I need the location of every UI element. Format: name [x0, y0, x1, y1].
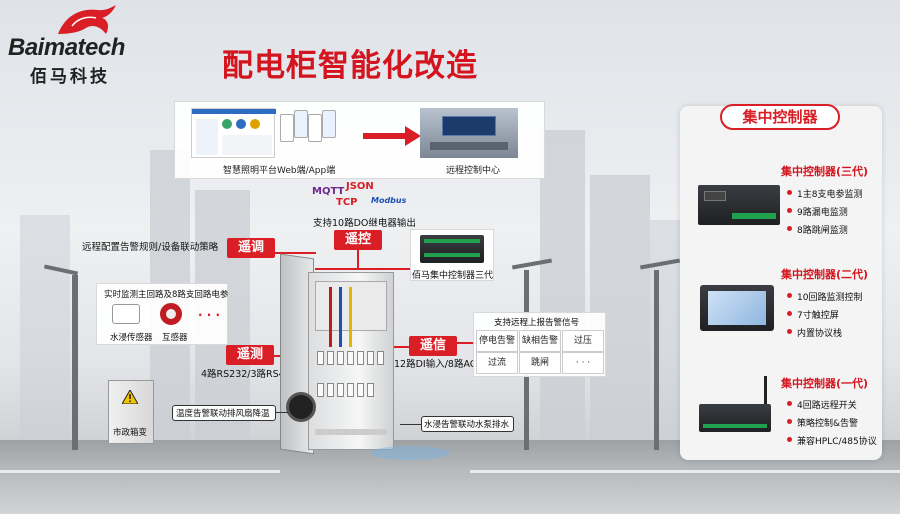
signal-desc: 12路DI输入/8路ACI — [394, 359, 480, 370]
mobile-app-image — [280, 110, 350, 156]
municipal-box-label: 市政箱变 — [113, 428, 148, 438]
signal-cell: 过压 — [562, 330, 604, 352]
warning-icon — [122, 390, 138, 404]
municipal-box-image — [108, 380, 154, 444]
brand-name-en: Baimatech — [8, 34, 125, 61]
more-dots: · · · — [198, 308, 221, 322]
controller-gen3-panel-image — [698, 185, 780, 225]
city-building — [20, 215, 70, 450]
transformer-image — [160, 303, 182, 325]
connector-line — [315, 268, 411, 270]
remote-measure-tag: 遥测 — [226, 345, 274, 365]
arrow-right-icon — [363, 126, 421, 146]
temp-caption: 温度告警联动排风扇降温 — [176, 409, 270, 419]
remote-control-tag: 遥控 — [334, 230, 382, 250]
measure-desc: 4路RS232/3路RS485 — [201, 369, 297, 380]
signal-cell: 过流 — [476, 352, 518, 374]
connector-line — [456, 342, 474, 344]
modbus-label: Modbus — [371, 196, 407, 205]
gen3-title: 集中控制器(三代) — [781, 165, 869, 178]
signal-cell: 停电告警 — [476, 330, 518, 352]
device-label: 佰马集中控制器三代 — [412, 271, 494, 281]
road-line — [0, 470, 280, 473]
platform-caption: 智慧照明平台Web端/App端 — [223, 166, 336, 176]
controller-gen3-image — [420, 235, 484, 263]
water-sensor-label: 水浸传感器 — [110, 333, 153, 343]
signal-cell: 缺相告警 — [519, 330, 561, 352]
gen1-feature: 4回路远程开关 — [787, 398, 857, 411]
city-building — [540, 130, 585, 450]
water-sensor-image — [112, 304, 140, 324]
connector-line — [270, 252, 316, 254]
gen3-feature: 1主8支电参监测 — [787, 187, 862, 200]
remote-adjust-tag: 遥调 — [227, 238, 275, 258]
water-puddle — [370, 446, 450, 460]
street-lamp — [72, 275, 78, 450]
brand-name-cn: 佰马科技 — [30, 67, 110, 87]
fan-image — [286, 392, 316, 422]
mqtt-label: MQTT — [312, 186, 345, 197]
horse-logo-icon — [58, 5, 116, 34]
controller-gen1-panel-image — [699, 404, 771, 432]
control-center-image — [420, 108, 518, 158]
gen1-feature: 策略控制&告警 — [787, 416, 858, 429]
connector-line — [380, 346, 410, 348]
gen2-feature: 内置协议栈 — [787, 326, 842, 339]
gen2-feature: 10回路监测控制 — [787, 290, 862, 303]
antenna-image — [764, 376, 767, 406]
controller-gen2-panel-image — [700, 285, 774, 331]
controller-panel — [680, 106, 882, 460]
water-caption: 水浸告警联动水泵排水 — [424, 420, 510, 430]
signal-cell: · · · — [562, 352, 604, 374]
panel-header: 集中控制器 — [720, 104, 840, 130]
remote-center-caption: 远程控制中心 — [446, 166, 501, 176]
relay-output-text: 支持10路DO继电器输出 — [313, 218, 416, 229]
street-lamp — [654, 270, 659, 450]
web-dashboard-image — [191, 108, 276, 158]
remote-signal-tag: 遥信 — [409, 336, 457, 356]
distribution-cabinet — [308, 272, 394, 450]
page-title: 配电柜智能化改造 — [222, 48, 478, 84]
transformer-label: 互感器 — [162, 333, 188, 343]
measure-box-title: 实时监测主回路及8路支回路电参 — [104, 290, 229, 300]
signal-cell: 跳闸 — [519, 352, 561, 374]
water-caption-box — [421, 416, 514, 432]
connector-line — [400, 424, 421, 425]
json-label: JSON — [346, 181, 374, 192]
remote-adjust-desc: 远程配置告警规则/设备联动策略 — [82, 242, 219, 253]
gen3-feature: 8路跳闸监测 — [787, 223, 848, 236]
road-line — [470, 470, 900, 473]
gen2-feature: 7寸触控屏 — [787, 308, 839, 321]
gen2-title: 集中控制器(二代) — [781, 268, 869, 281]
tcp-label: TCP — [336, 197, 358, 208]
gen3-feature: 9路漏电监测 — [787, 205, 848, 218]
gen1-title: 集中控制器(一代) — [781, 377, 869, 390]
temp-caption-box — [172, 405, 276, 421]
gen1-feature: 兼容HPLC/485协议 — [787, 434, 877, 447]
connector-line — [276, 412, 288, 413]
connector-line — [357, 250, 359, 270]
signal-box-title: 支持远程上报告警信号 — [494, 318, 580, 328]
